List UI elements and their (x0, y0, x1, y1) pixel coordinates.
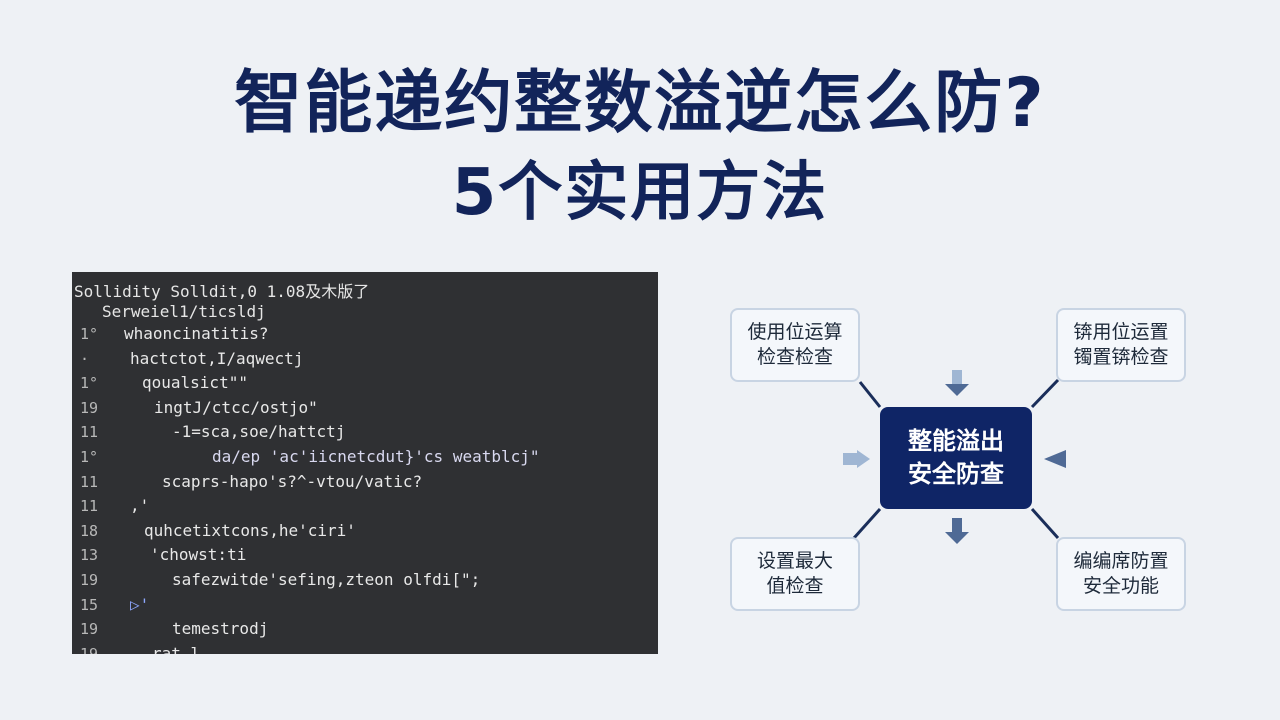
code-line: 19 rat.l (72, 642, 658, 654)
connector-top-right (1030, 378, 1060, 409)
code-text: quhcetixtcons,he'ciri' (144, 520, 356, 540)
arrow-left-icon (843, 450, 870, 468)
code-text: -1=sca,soe/hattctj (172, 422, 346, 442)
page-title: 智能递约整数溢逆怎么防? 5个实用方法 (0, 58, 1280, 236)
line-number: 19 (80, 571, 99, 589)
line-number: 19 (80, 644, 99, 654)
code-line: · hactctot,I/aqwectj (72, 347, 658, 371)
node-top-left: 使用位运算 检查检查 (730, 308, 860, 382)
node-top-right: 锛用位运置 镯置锛检查 (1056, 308, 1186, 382)
line-number: 13 (80, 546, 99, 565)
code-line: 13 'chowst:ti (72, 543, 658, 567)
code-text: safezwitde'sefing,zteon olfdi["; (172, 570, 481, 589)
code-line: 19 temestrodj (72, 617, 658, 641)
code-line: 19 ingtJ/ctcc/ostjo" (72, 396, 658, 420)
connector-bottom-left (852, 507, 882, 540)
line-number: 19 (80, 398, 99, 417)
code-text: scaprs-hapo's?^-vtou/vatic? (162, 471, 423, 491)
code-text: temestrodj (172, 619, 269, 639)
line-number: 11 (80, 472, 99, 491)
arrow-top-icon (945, 370, 969, 396)
line-number: 11 (80, 497, 99, 516)
center-node-line2: 安全防查 (908, 460, 1004, 488)
title-line-2: 5个实用方法 (451, 156, 829, 230)
line-number: 1° (80, 374, 99, 393)
node-top-left-line2: 检查检查 (756, 346, 833, 368)
code-line: 1° qoualsict"" (72, 371, 658, 395)
arrow-bottom-icon (945, 518, 969, 544)
code-text: da/ep 'ac'iicnetcdut}'cs weatblcj" (212, 447, 540, 466)
code-line: 11 scaprs-hapo's?^-vtou/vatic? (72, 470, 658, 494)
line-number: 18 (80, 521, 99, 540)
code-line: 19 safezwitde'sefing,zteon olfdi["; (72, 568, 658, 592)
node-top-right-line2: 镯置锛检查 (1073, 346, 1169, 368)
node-bottom-right-line1: 编编席防置 (1073, 550, 1169, 572)
node-bottom-right: 编编席防置 安全功能 (1056, 537, 1186, 611)
code-text: qoualsict"" (142, 373, 248, 393)
center-node-line1: 整能溢出 (908, 427, 1004, 455)
code-text: 'chowst:ti (150, 545, 247, 565)
code-line: 1° whaoncinatitis? (72, 322, 658, 346)
code-subheader: Serweiel1/ticsldj (102, 302, 266, 321)
line-number: 15 (80, 595, 99, 614)
code-line: 1° da/ep 'ac'iicnetcdut}'cs weatblcj" (72, 445, 658, 469)
code-line: 18 quhcetixtcons,he'ciri' (72, 519, 658, 543)
diagram-connectors (843, 370, 1066, 544)
node-bottom-right-line2: 安全功能 (1082, 575, 1159, 597)
node-bottom-left: 设置最大 值检查 (730, 537, 860, 611)
code-text: hactctot,I/aqwectj (130, 348, 304, 368)
code-header: Sollidity Solldit,0 1.08及木版了 (74, 282, 370, 301)
line-number: 1° (80, 448, 99, 466)
code-line: 11 ,' (72, 494, 658, 518)
code-text: rat.l (152, 643, 201, 654)
center-node: 整能溢出 安全防查 (880, 407, 1032, 509)
line-number: · (80, 349, 90, 368)
overflow-protection-diagram: 使用位运算 检查检查 锛用位运置 镯置锛检查 整能溢出 安全防查 设置最大 值检… (700, 290, 1260, 630)
code-text: ▷' (130, 594, 150, 614)
node-top-left-line1: 使用位运算 (747, 321, 843, 343)
title-line-1: 智能递约整数溢逆怎么防? (234, 64, 1046, 143)
node-top-right-line1: 锛用位运置 (1073, 321, 1169, 343)
code-text: ingtJ/ctcc/ostjo" (154, 397, 318, 417)
code-line: 15 ▷' (72, 593, 658, 617)
code-screenshot-panel: Sollidity Solldit,0 1.08及木版了 Serweiel1/t… (72, 272, 658, 654)
code-line: 11 -1=sca,soe/hattctj (72, 420, 658, 444)
arrow-right-icon (1044, 450, 1066, 468)
connector-top-left (858, 381, 882, 408)
line-number: 1° (80, 325, 99, 343)
code-text: ,' (130, 496, 150, 516)
connector-bottom-right (1030, 507, 1060, 540)
code-text: whaoncinatitis? (124, 324, 269, 343)
line-number: 11 (80, 423, 99, 442)
node-bottom-left-line1: 设置最大 (756, 550, 833, 572)
node-bottom-left-line2: 值检查 (766, 575, 824, 597)
line-number: 19 (80, 620, 99, 639)
